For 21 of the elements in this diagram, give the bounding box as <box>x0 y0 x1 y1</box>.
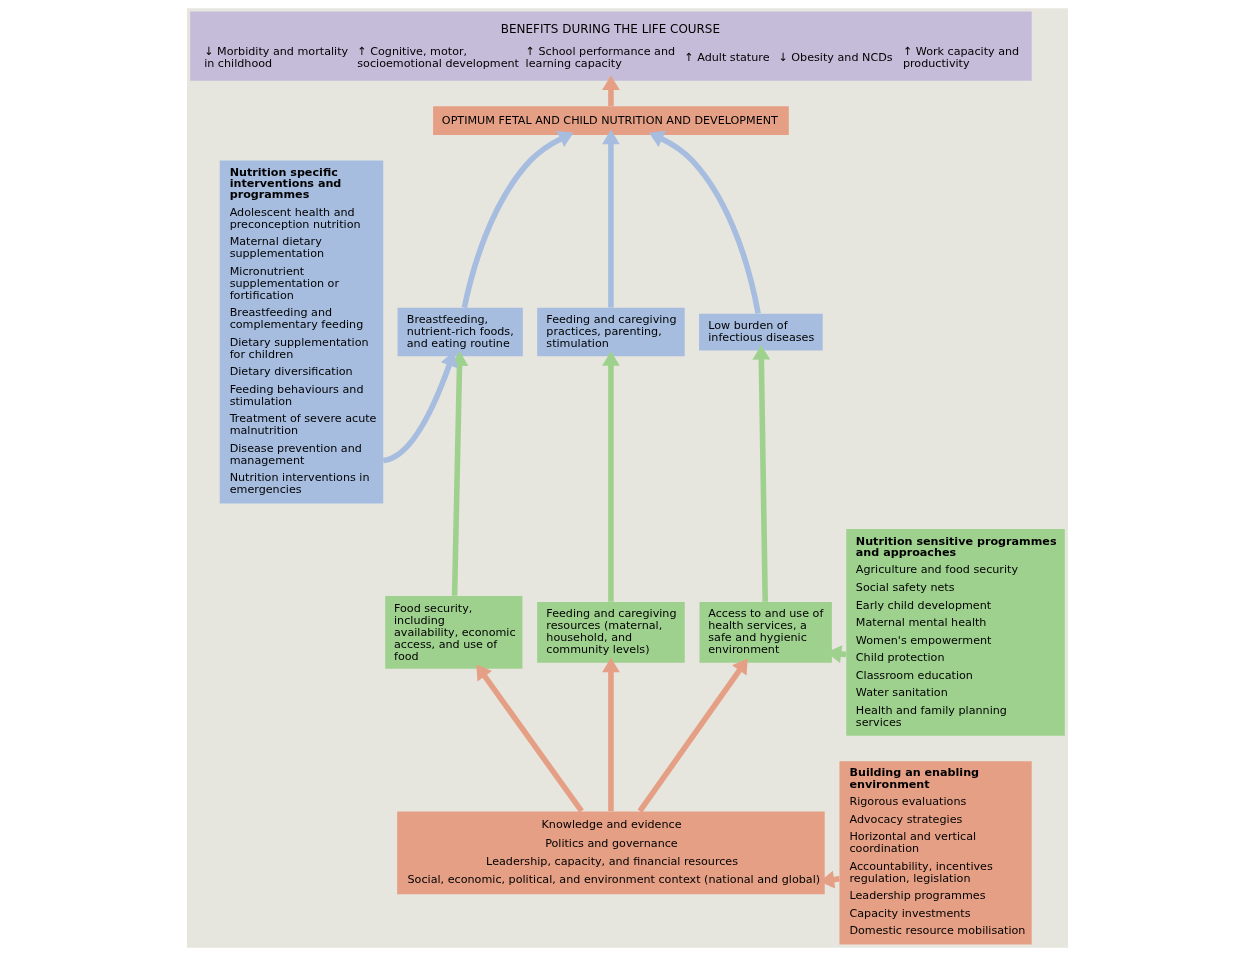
node-box: Nutrition specific interventions and programmes Adolescent health and preconception nutrition Maternal dietary supplementation Micronutrient supplementation or fortification Breastfeeding and complementary feeding Dietary supplementation for children Dietary diversification Feeding behaviours and stimulation Treatment of severe acute malnutrition Disease prevention and management Nutrition interventions in emergencies <box>219 160 384 504</box>
arrow <box>476 664 584 813</box>
node-box: Feeding and caregiving resources (maternal, household, and community levels) <box>537 602 685 663</box>
arrow <box>649 130 761 314</box>
arrow <box>602 657 620 812</box>
arrow <box>602 129 620 308</box>
arrow <box>450 351 469 596</box>
arrow <box>461 130 574 309</box>
node-box: Low burden of infectious diseases <box>699 313 823 351</box>
node-box: OPTIMUM FETAL AND CHILD NUTRITION AND DEVELOPMENT <box>433 106 789 135</box>
arrow <box>602 75 620 107</box>
node-box: Building an enabling environment Rigorous evaluations Advocacy strategies Horizontal and vertical coordination Accountability, incentives regulation, legislation Leadership programmes Capacity investments Domestic resource mobilisation <box>839 761 1032 945</box>
arrow <box>752 345 771 602</box>
node-box: Food security, including availability, economic access, and use of food <box>385 596 523 669</box>
node-box: Access to and use of health services, a safe and hygienic environment <box>699 602 832 663</box>
arrow <box>602 351 620 602</box>
node-box: Nutrition sensitive programmes and approaches Agriculture and food security Social safety nets Early child development Maternal mental health Women's empowerment Child protection Classroom education Water sanitation Health and family planning services <box>846 529 1065 736</box>
node-box: Knowledge and evidence Politics and governance Leadership, capacity, and financial resources Social, economic, political, and environment context (national and global) <box>397 811 825 895</box>
node-box: Feeding and caregiving practices, parenting, stimulation <box>537 307 685 357</box>
arrow <box>637 658 748 813</box>
node-box: Breastfeeding, nutrient-rich foods, and eating routine <box>397 307 523 357</box>
